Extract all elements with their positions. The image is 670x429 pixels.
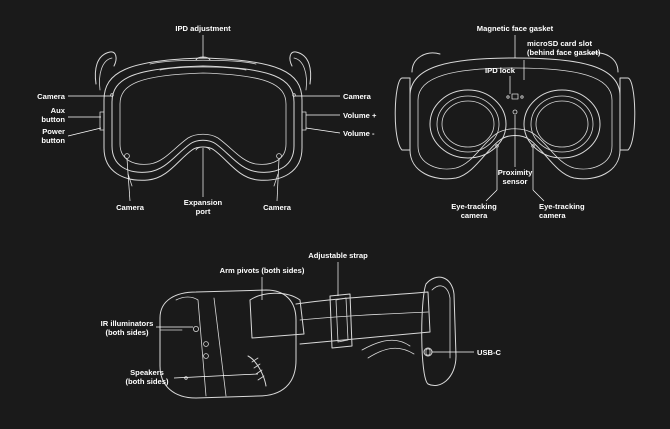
label-ir-illuminators-line2: (both sides)	[105, 328, 149, 337]
label-eye-tracking-left-line2: camera	[461, 211, 488, 220]
label-eye-tracking-right-line2: camera	[539, 211, 566, 220]
label-camera-right: Camera	[343, 92, 372, 101]
front-headset-drawing	[94, 51, 312, 187]
label-ipd-lock: IPD lock	[485, 66, 516, 75]
side-headset-drawing	[159, 276, 457, 399]
label-camera-bottom-right: Camera	[263, 203, 292, 212]
rear-headset-drawing	[394, 52, 636, 180]
label-aux-button-line2: button	[41, 115, 65, 124]
label-speakers-line2: (both sides)	[125, 377, 169, 386]
side-view: Adjustable strap Arm pivots (both sides)…	[101, 251, 502, 399]
label-proximity-sensor-line2: sensor	[503, 177, 528, 186]
leader-volume-down	[305, 127, 341, 134]
label-arm-pivots: Arm pivots (both sides)	[220, 266, 305, 275]
leader-camera-bottom-left	[126, 158, 131, 202]
front-view: IPD adjustment Camera Aux button Power b…	[37, 24, 377, 216]
label-volume-up: Volume +	[343, 111, 377, 120]
label-expansion-port-line1: Expansion	[184, 198, 223, 207]
label-ir-illuminators-line1: IR illuminators	[101, 319, 154, 328]
label-ipd-adjustment: IPD adjustment	[175, 24, 231, 33]
label-speakers-line1: Speakers	[130, 368, 164, 377]
label-power-button-line2: button	[41, 136, 65, 145]
leader-eye-tracking-right-elbow	[532, 189, 545, 202]
leader-power-button	[67, 127, 102, 137]
label-camera-bottom-left: Camera	[116, 203, 145, 212]
label-aux-button-line1: Aux	[51, 106, 66, 115]
label-power-button-line1: Power	[42, 127, 65, 136]
leader-camera-bottom-right	[276, 158, 280, 202]
rear-view: Magnetic face gasket microSD card slot (…	[394, 24, 636, 220]
label-camera-left: Camera	[37, 92, 66, 101]
label-volume-down: Volume -	[343, 129, 375, 138]
label-proximity-sensor-line1: Proximity	[498, 168, 533, 177]
label-eye-tracking-right-line1: Eye-tracking	[539, 202, 585, 211]
leader-eye-tracking-left-elbow	[485, 189, 498, 202]
label-magnetic-face-gasket: Magnetic face gasket	[477, 24, 554, 33]
label-expansion-port-line2: port	[196, 207, 211, 216]
label-usb-c: USB-C	[477, 348, 502, 357]
label-microsd-slot-line1: microSD card slot	[527, 39, 592, 48]
leader-speakers	[173, 373, 259, 379]
label-eye-tracking-left-line1: Eye-tracking	[451, 202, 497, 211]
label-microsd-slot-line2: (behind face gasket)	[527, 48, 601, 57]
label-adjustable-strap: Adjustable strap	[308, 251, 368, 260]
